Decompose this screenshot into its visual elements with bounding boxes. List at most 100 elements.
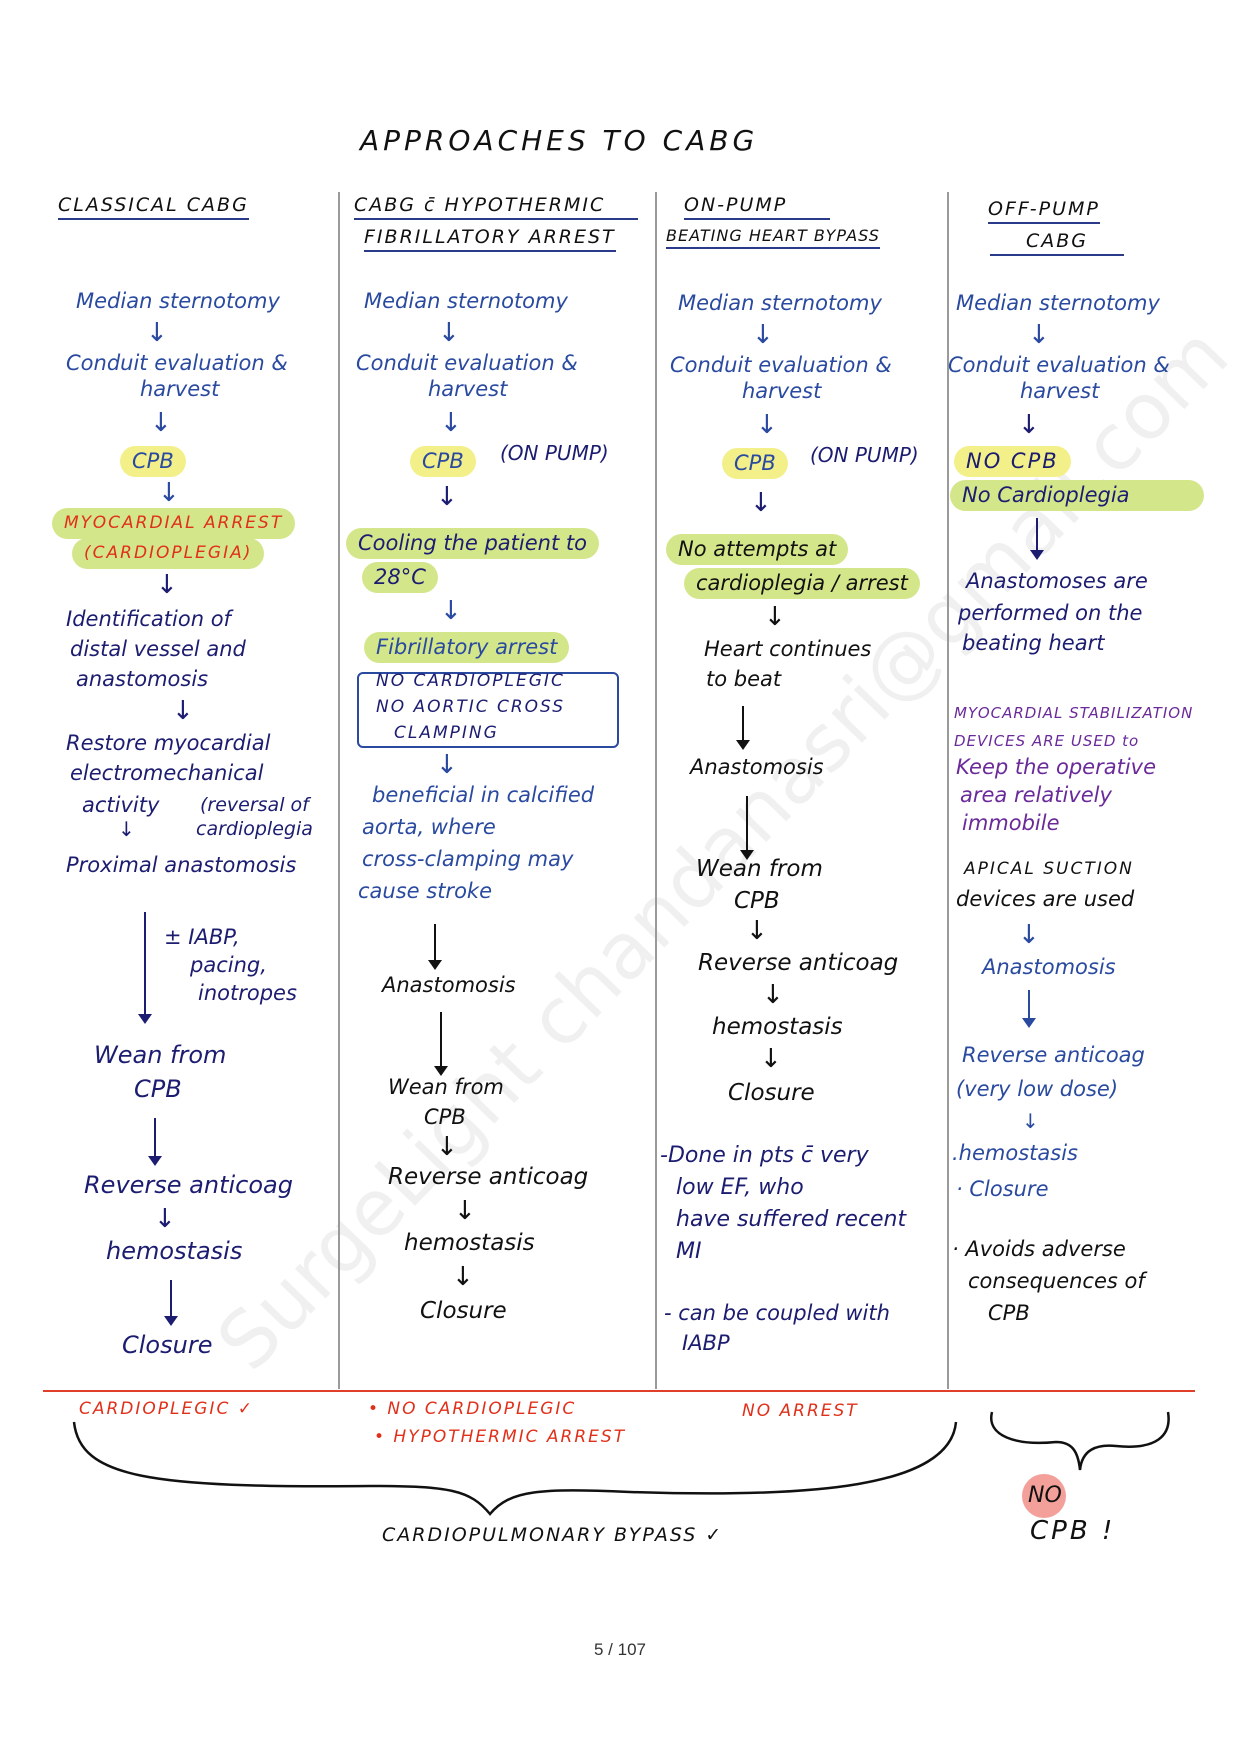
arrow-down-icon [164, 1280, 178, 1326]
note: CLAMPING [394, 723, 499, 743]
note: · Avoids adverse [952, 1237, 1126, 1261]
highlighted-step: No attempts at [666, 534, 849, 565]
brace-icon [72, 1421, 958, 1516]
column-divider [655, 192, 657, 1389]
arrow-down-icon: ↓ [756, 410, 778, 440]
arrow-down-icon: ↓ [452, 1262, 474, 1292]
page-title: APPROACHES TO CABG [360, 124, 759, 157]
step: beating heart [962, 631, 1105, 655]
note: (reversal of [200, 794, 309, 816]
step: hemostasis [404, 1230, 535, 1256]
step: electromechanical [70, 761, 264, 785]
summary-on-pump: NO ARREST [742, 1401, 859, 1421]
step: Wean from [94, 1041, 227, 1069]
summary-hypothermic: • HYPOTHERMIC ARREST [374, 1427, 627, 1447]
note: low EF, who [676, 1175, 804, 1200]
highlighted-step: CPB [410, 446, 476, 477]
note: consequences of [968, 1269, 1145, 1293]
highlighted-step: Fibrillatory arrest [364, 632, 570, 663]
arrow-down-icon: ↓ [158, 478, 180, 508]
arrow-down-icon: ↓ [440, 596, 462, 626]
step: Conduit evaluation & [670, 353, 892, 377]
arrow-down-icon: ↓ [760, 1044, 782, 1074]
highlighted-step: NO CPB [954, 446, 1071, 477]
highlighted-step: CPB [722, 448, 788, 479]
step: Anastomosis [982, 955, 1116, 979]
column-header: OFF-PUMP [988, 198, 1100, 224]
note: ± IABP, [164, 925, 240, 949]
arrow-down-icon: ↓ [1022, 1109, 1039, 1133]
highlighted-step: No Cardioplegia [950, 480, 1204, 511]
note: DEVICES ARE USED to [954, 732, 1140, 750]
brace-icon [990, 1411, 1170, 1471]
note: (ON PUMP) [810, 443, 919, 467]
column-divider [338, 192, 340, 1389]
step: .hemostasis [952, 1141, 1078, 1165]
step: distal vessel and [70, 637, 246, 661]
step: Closure [728, 1080, 815, 1106]
step: Anastomosis [690, 755, 824, 779]
column-header: CABG c̄ HYPOTHERMIC [354, 194, 638, 220]
step: activity [82, 793, 160, 817]
note: Keep the operative [956, 755, 1157, 779]
note: MI [676, 1239, 702, 1264]
note: NO CARDIOPLEGIC [376, 671, 565, 691]
step: Anastomoses are [966, 569, 1148, 593]
summary-hypothermic: • NO CARDIOPLEGIC [368, 1399, 577, 1419]
note: APICAL SUCTION [964, 859, 1134, 879]
note-bracket [357, 672, 619, 748]
step: cross-clamping may [362, 847, 574, 871]
note: CPB [988, 1301, 1030, 1325]
arrow-down-icon [1030, 518, 1044, 560]
arrow-down-icon: ↓ [438, 318, 460, 348]
step: Wean from [388, 1075, 504, 1099]
step: Heart continues [704, 637, 872, 661]
step: Conduit evaluation & [66, 351, 288, 375]
arrow-down-icon [148, 1118, 162, 1166]
step: Reverse anticoag [962, 1043, 1145, 1067]
arrow-down-icon: ↓ [436, 750, 458, 780]
step: Wean from [696, 856, 823, 882]
step: Median sternotomy [956, 291, 1160, 315]
summary-bypass: CARDIOPULMONARY BYPASS ✓ [382, 1524, 724, 1546]
arrow-down-icon: ↓ [746, 916, 768, 946]
arrow-down-icon [138, 912, 152, 1024]
note: pacing, [190, 953, 267, 977]
step: Median sternotomy [76, 289, 280, 313]
note: (ON PUMP) [500, 441, 609, 465]
step: cause stroke [358, 879, 492, 903]
note: inotropes [198, 981, 297, 1005]
arrow-down-icon: ↓ [762, 980, 784, 1010]
note: cardioplegia [196, 818, 313, 840]
step: Anastomosis [382, 973, 516, 997]
note: devices are used [956, 887, 1135, 911]
note: MYOCARDIAL STABILIZATION [954, 704, 1194, 722]
highlighted-step: cardioplegia / arrest [684, 568, 920, 599]
note: immobile [962, 811, 1060, 835]
arrow-down-icon: ↓ [172, 696, 194, 726]
highlight-circle [1022, 1474, 1066, 1518]
column-header: ON-PUMP [684, 194, 830, 220]
step: Closure [420, 1298, 507, 1324]
arrow-down-icon: ↓ [436, 1132, 458, 1162]
step: performed on the [958, 601, 1143, 625]
arrow-down-icon: ↓ [454, 1196, 476, 1226]
step: Median sternotomy [364, 289, 568, 313]
step: beneficial in calcified [372, 783, 595, 807]
highlighted-step: (CARDIOPLEGIA) [72, 538, 265, 569]
summary-classical: CARDIOPLEGIC ✓ [79, 1399, 254, 1419]
arrow-down-icon: ↓ [118, 817, 135, 841]
arrow-down-icon: ↓ [1028, 320, 1050, 350]
arrow-down-icon: ↓ [436, 482, 458, 512]
note: area relatively [960, 783, 1112, 807]
step: hemostasis [712, 1014, 843, 1040]
step: anastomosis [76, 667, 209, 691]
step: Conduit evaluation & [356, 351, 578, 375]
arrow-down-icon [1022, 990, 1036, 1028]
arrow-down-icon: ↓ [1018, 410, 1040, 440]
column-header: FIBRILLATORY ARREST [364, 226, 616, 252]
summary-off-pump: CPB ! [1030, 1516, 1116, 1546]
step: CPB [424, 1105, 466, 1129]
step: hemostasis [106, 1237, 243, 1265]
arrow-down-icon: ↓ [750, 488, 772, 518]
